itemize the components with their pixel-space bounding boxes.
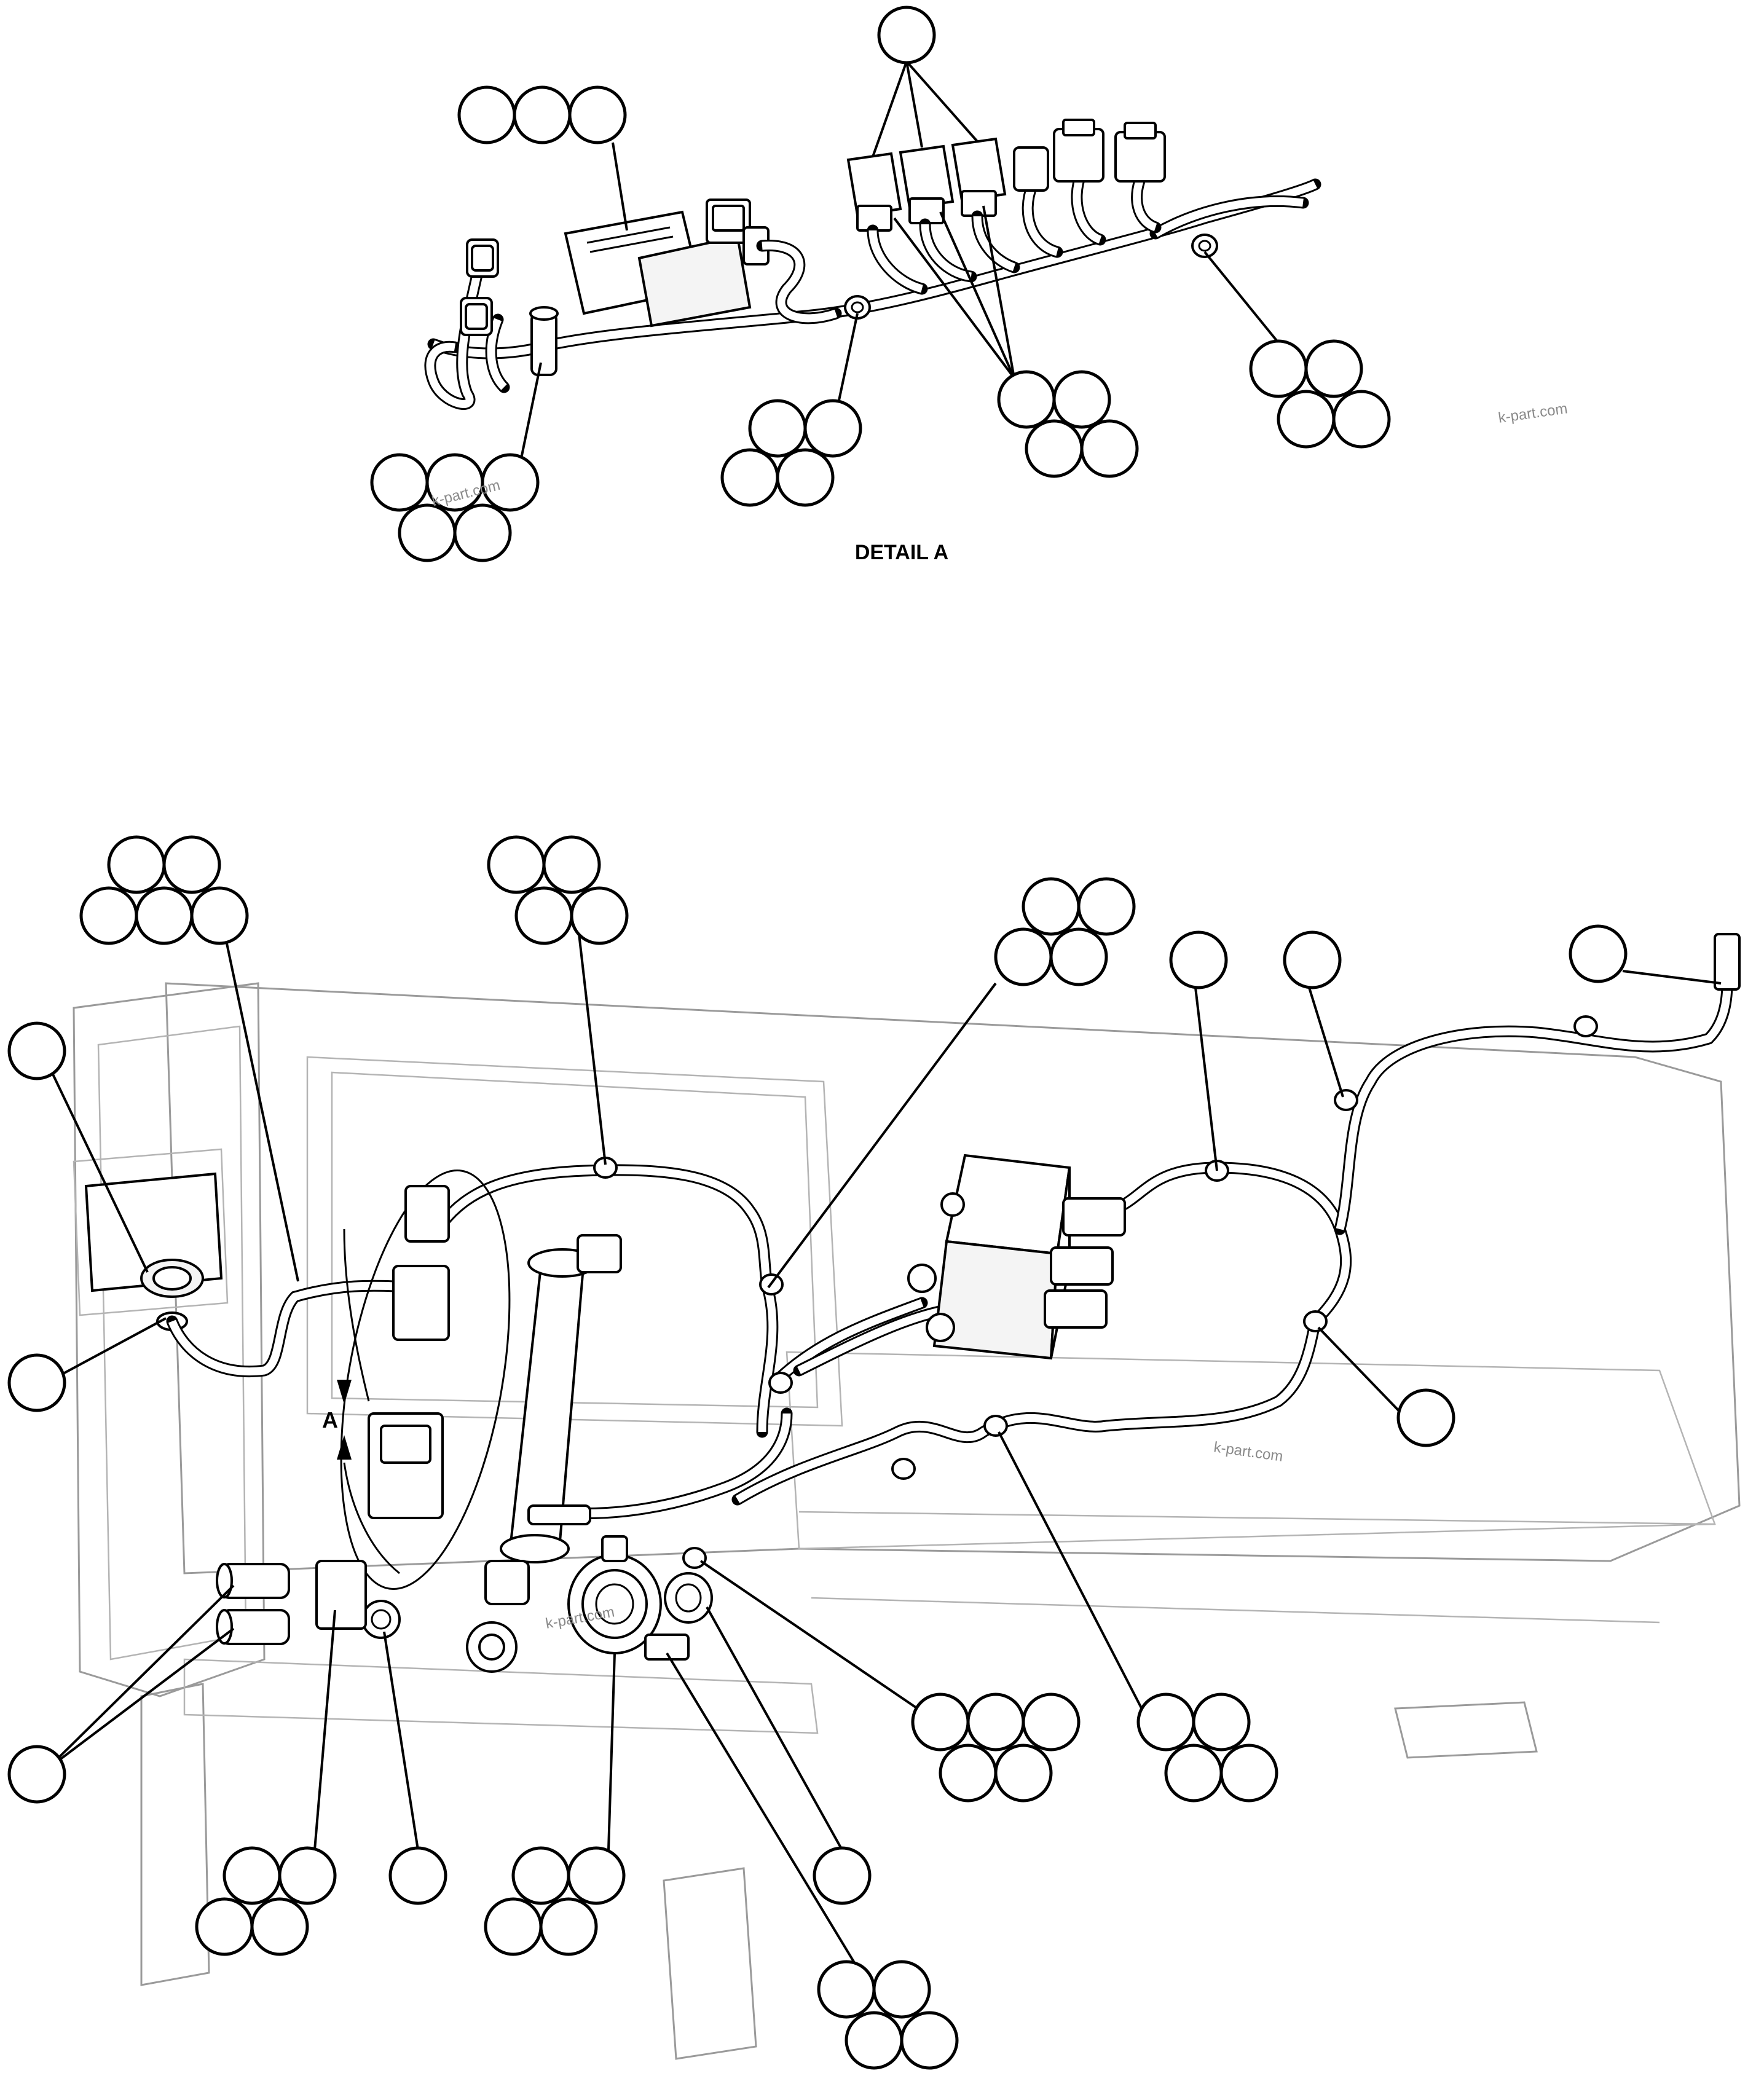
balloon-group-top-center <box>487 835 629 945</box>
harness-clip-detail <box>844 295 871 320</box>
grommet-right <box>664 1572 713 1624</box>
harness-clip-right <box>1191 234 1218 258</box>
detail-title: DETAIL A <box>855 541 948 564</box>
detail-a-components <box>368 1185 450 1519</box>
bulkhead-connectors <box>216 1563 290 1645</box>
harness-connector-end <box>1714 933 1741 991</box>
detail-a-outline <box>340 1170 511 1590</box>
harness-clip-6 <box>1303 1310 1328 1332</box>
balloon-grommet-right <box>813 1846 872 1905</box>
view-marker-a: A <box>322 1407 338 1433</box>
arrow-head-down <box>337 1380 352 1404</box>
balloon-group-connector-bottom <box>817 1960 959 2070</box>
harness-clip-9 <box>682 1547 707 1569</box>
balloon-clip-6 <box>1396 1388 1455 1447</box>
connector-right-2 <box>1053 119 1104 183</box>
harness-clip-10 <box>1573 1015 1598 1037</box>
balloon-group-clip-2 <box>994 877 1136 986</box>
seat-cylinder <box>466 1234 622 1673</box>
balloon-group-relay-nuts <box>997 370 1139 478</box>
balloon-group-fuse <box>370 453 540 562</box>
balloon-group-fuse-lower <box>195 1846 337 1956</box>
balloon-group-module <box>457 85 627 144</box>
valve-block <box>907 1154 1126 1360</box>
harness-clip-5 <box>1334 1089 1358 1111</box>
balloon-clip-5 <box>1283 930 1342 989</box>
buzzer <box>567 1535 662 1654</box>
balloon-group-top-left <box>79 835 249 945</box>
main-view: A <box>7 835 1741 2070</box>
balloon-group-clip-9 <box>911 1693 1081 1803</box>
harness-clip-7 <box>983 1415 1008 1437</box>
balloon-group-buzzer <box>484 1846 626 1956</box>
relay-1 <box>846 152 902 232</box>
fuse-block-lower <box>315 1560 367 1630</box>
view-arrow-upper <box>343 1229 370 1402</box>
watermark-3: k-part.com <box>1213 1439 1284 1465</box>
grommet-center-left <box>361 1600 401 1639</box>
connector-right-1 <box>1013 146 1049 192</box>
harness-clip-8 <box>891 1458 916 1480</box>
balloon-relays <box>877 6 936 65</box>
connector-right-3 <box>1114 122 1166 183</box>
balloon-bulkhead <box>7 1745 66 1804</box>
balloon-group-clip <box>720 399 862 507</box>
relay-2 <box>899 144 955 224</box>
detail-a-view: DETAIL A <box>370 6 1391 564</box>
connector-left-upper <box>466 238 499 278</box>
view-arrow-lower <box>343 1462 400 1575</box>
balloon-group-clip-right <box>1249 339 1391 449</box>
fuse-holder <box>529 306 559 376</box>
balloon-clip-4 <box>1169 930 1228 989</box>
balloon-connector-end <box>1569 924 1628 983</box>
control-module <box>564 199 770 328</box>
switch-box <box>84 1172 223 1331</box>
harness-clip-3 <box>768 1372 793 1394</box>
balloon-group-clip-7 <box>1136 1693 1278 1803</box>
arrow-head-up <box>337 1435 352 1460</box>
relay-3 <box>951 137 1007 217</box>
connector-left-lower <box>460 297 493 336</box>
balloon-switch <box>7 1021 66 1080</box>
balloon-grommet-center <box>388 1846 447 1905</box>
balloon-grommet-left <box>7 1353 66 1412</box>
connector-bottom <box>644 1634 690 1661</box>
watermark-1: k-part.com <box>1497 400 1569 427</box>
